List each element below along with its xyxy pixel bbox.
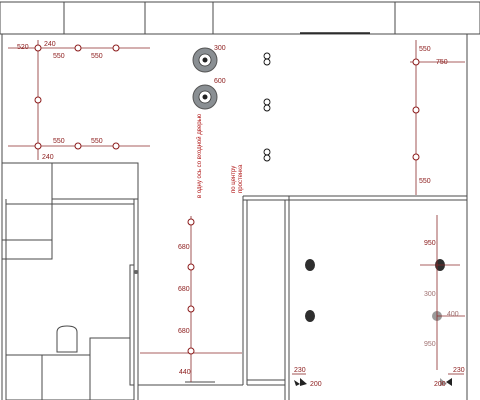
partition-annotation-line2: простенка (238, 164, 244, 193)
socket-marker (412, 58, 420, 66)
door-jamb (129, 264, 135, 386)
dim-label: 950 (424, 240, 436, 247)
double-socket-icon (263, 52, 271, 162)
dim-label: 240 (44, 41, 56, 48)
dim-label: 550 (419, 46, 431, 53)
socket-marker (187, 218, 195, 226)
dim-label: 550 (419, 178, 431, 185)
left-cabinet-block (1, 162, 139, 260)
socket-marker (112, 44, 120, 52)
socket-marker (34, 44, 42, 52)
dim-label: 400 (447, 311, 459, 318)
dim-label: 950 (424, 341, 436, 348)
socket-marker (112, 142, 120, 150)
outlet-icon (305, 310, 315, 322)
right-dimension-chain (410, 40, 465, 195)
outlet-icon (305, 259, 315, 271)
bathroom-walls (5, 199, 139, 400)
left-dimension-chain (8, 40, 150, 160)
dim-label: 440 (179, 369, 191, 376)
dim-label: 520 (17, 44, 29, 51)
wall-outlets (305, 259, 445, 322)
toilet-icon (56, 325, 78, 353)
dim-label: 550 (53, 53, 65, 60)
middle-dimension-chain (140, 216, 242, 382)
dim-label: 750 (436, 59, 448, 66)
dim-label: 200 (310, 381, 322, 388)
socket-marker (74, 44, 82, 52)
right-room-walls (242, 195, 467, 400)
dim-label: 240 (42, 154, 54, 161)
dim-label: 300 (214, 45, 226, 52)
top-cabinets (0, 1, 480, 35)
dim-label: 230 (294, 367, 306, 374)
door-handle-icon (134, 270, 138, 274)
ceiling-light-bottom (192, 84, 218, 110)
dim-label: 680 (178, 286, 190, 293)
socket-marker (187, 347, 195, 355)
dim-label: 230 (453, 367, 465, 374)
socket-marker (34, 96, 42, 104)
dim-label: 600 (214, 78, 226, 85)
room-dimension-chain (420, 215, 465, 370)
ceiling-light-top (192, 47, 218, 73)
dim-label: 550 (91, 138, 103, 145)
dim-label: 680 (178, 244, 190, 251)
dim-label: 300 (424, 291, 436, 298)
partition-annotation-line1: по центру (231, 166, 237, 193)
socket-marker (412, 153, 420, 161)
socket-marker (412, 106, 420, 114)
dim-label: 550 (91, 53, 103, 60)
socket-marker (34, 142, 42, 150)
door-axis-annotation: в одну ось со входной дверью (196, 113, 203, 198)
dim-label: 680 (178, 328, 190, 335)
socket-marker (187, 263, 195, 271)
corner-marker-left (292, 373, 307, 386)
corner-marker-right (440, 373, 464, 386)
socket-marker (187, 305, 195, 313)
dim-label: 550 (53, 138, 65, 145)
dim-label: 200 (434, 381, 446, 388)
socket-marker (74, 142, 82, 150)
